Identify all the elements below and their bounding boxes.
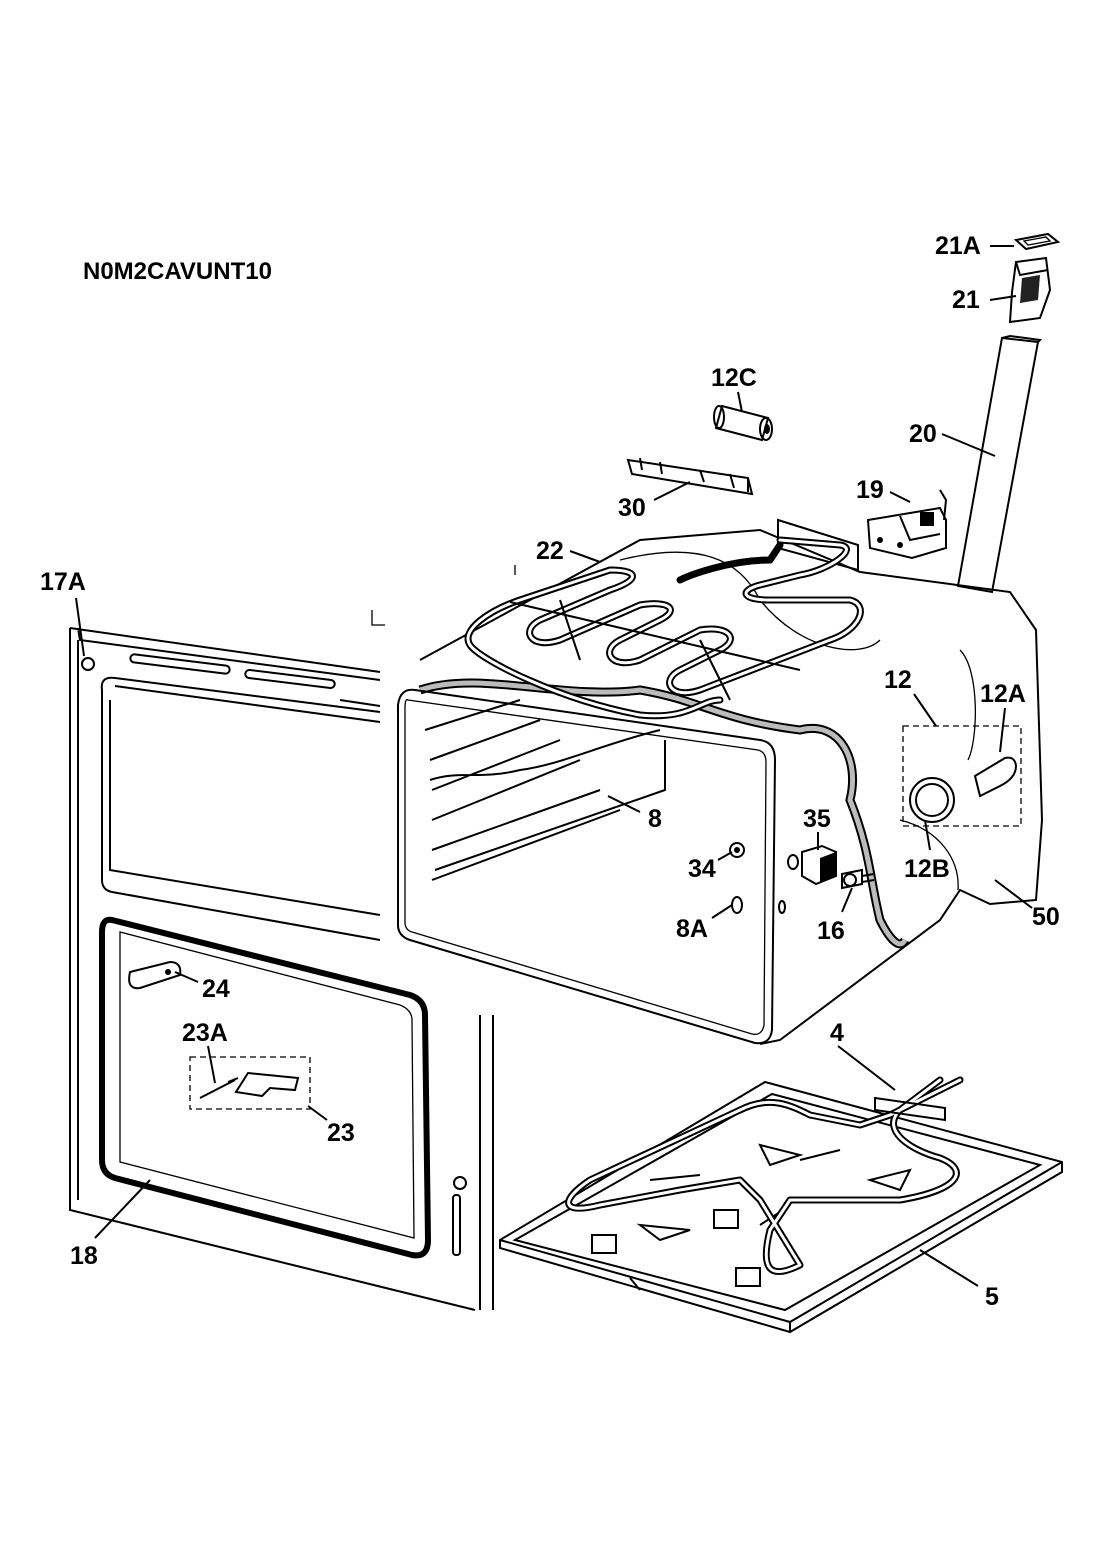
- label-8: 8: [648, 805, 662, 833]
- label-22: 22: [536, 537, 564, 565]
- part-12C-cylinder: [713, 404, 773, 442]
- leader-lines: [75, 245, 1033, 1287]
- part-labels: 21A 21 12C 20 19 30 22 17A 12 12A 8 35 3…: [40, 232, 1060, 1311]
- label-5: 5: [985, 1283, 999, 1311]
- label-19: 19: [856, 476, 884, 504]
- part-8A-grommet: [731, 896, 743, 914]
- part-21-bracket: [1008, 256, 1052, 324]
- label-21: 21: [952, 286, 980, 314]
- part-4-bottom-element: [565, 1076, 964, 1276]
- part-34-lamp-holder: [729, 842, 745, 858]
- label-16: 16: [817, 917, 845, 945]
- part-8-shelf-supports: [424, 699, 666, 881]
- label-35: 35: [803, 805, 831, 833]
- label-12B: 12B: [904, 855, 950, 883]
- hole: [778, 900, 786, 914]
- diagram-code: N0M2CAVUNT10: [83, 258, 272, 285]
- label-12A: 12A: [980, 680, 1026, 708]
- corner-marks: [371, 565, 516, 626]
- part-5-bottom-panel: [499, 1080, 1063, 1334]
- label-23A: 23A: [182, 1019, 228, 1047]
- label-24: 24: [202, 975, 230, 1003]
- label-4: 4: [830, 1019, 844, 1047]
- door-gasket: [99, 916, 432, 1259]
- label-50: 50: [1032, 903, 1060, 931]
- part-21A-cap: [1013, 232, 1061, 251]
- label-17A: 17A: [40, 568, 86, 596]
- label-20: 20: [909, 420, 937, 448]
- part-23-hinge-assembly: [189, 1056, 311, 1110]
- part-24-hinge-block: [128, 960, 182, 990]
- label-21A: 21A: [935, 232, 981, 260]
- part-18-door-frame: [69, 627, 494, 1311]
- label-12: 12: [884, 666, 912, 694]
- part-12-lamp-assembly: [902, 725, 1022, 827]
- label-30: 30: [618, 494, 646, 522]
- part-50-cavity-insulation: [397, 528, 1044, 1045]
- part-20-duct: [956, 334, 1043, 594]
- part-35-switch: [787, 844, 837, 886]
- label-12C: 12C: [711, 364, 757, 392]
- label-18: 18: [70, 1242, 98, 1270]
- part-16-thermostat: [841, 868, 875, 890]
- label-23: 23: [327, 1119, 355, 1147]
- label-34: 34: [688, 855, 716, 883]
- part-19-terminal-block: [866, 489, 948, 560]
- part-22-grill-element: [464, 536, 864, 720]
- part-30-bracket: [626, 457, 754, 496]
- label-8A: 8A: [676, 915, 708, 943]
